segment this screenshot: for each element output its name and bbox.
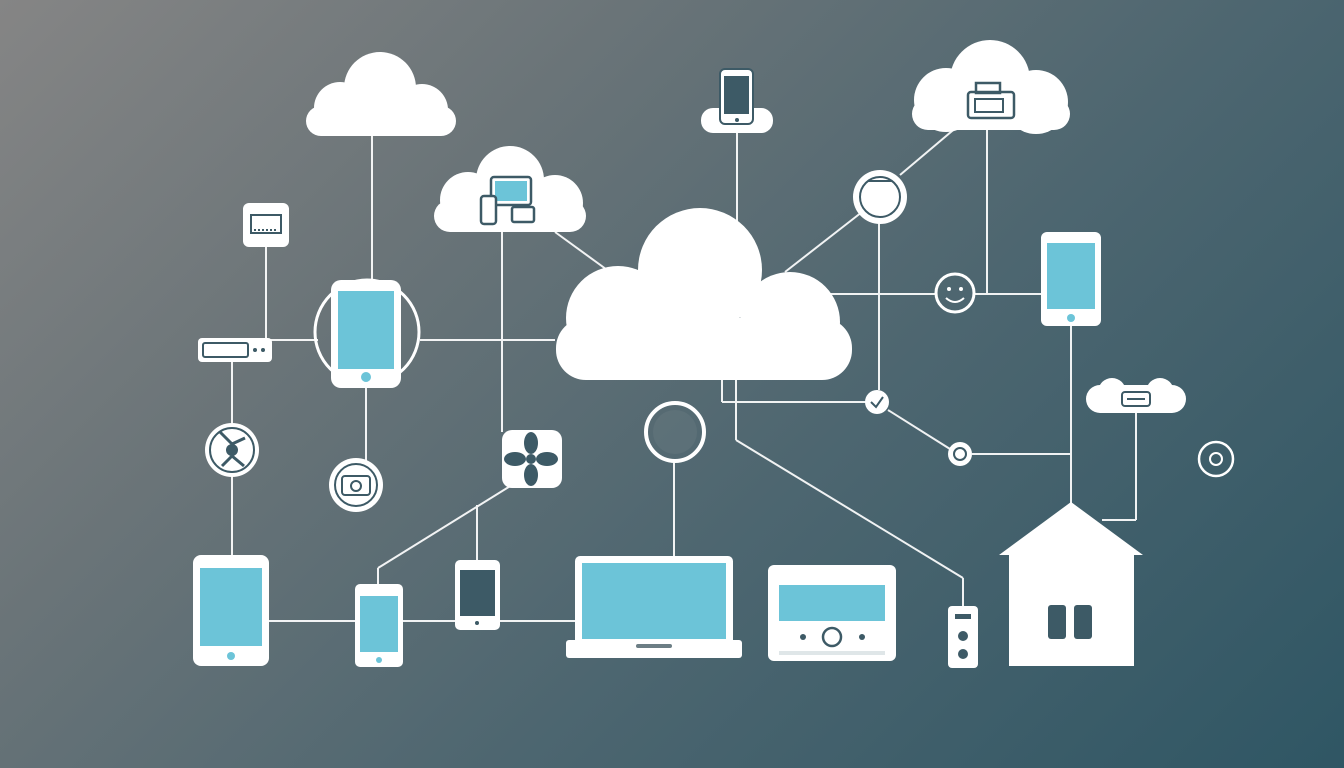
check-icon (865, 390, 889, 414)
fan-icon (502, 430, 562, 488)
cloud-top-left-icon (306, 52, 456, 136)
house-icon (999, 502, 1143, 666)
cloud-printer-icon (912, 40, 1070, 134)
dot-icon (948, 442, 972, 466)
smartphone-icon (455, 560, 500, 630)
power-icon (1197, 440, 1235, 478)
laptop-icon (566, 556, 742, 658)
globe-icon (644, 401, 706, 463)
router-icon (198, 338, 272, 362)
camera-icon (329, 458, 383, 512)
tablet-icon (193, 555, 269, 666)
main-cloud-icon (556, 208, 852, 380)
smartphone-icon (1041, 232, 1101, 326)
network-icon (205, 423, 259, 477)
tablet-icon (313, 278, 421, 388)
cloud-small-right-icon (1086, 378, 1186, 413)
clock-icon (853, 170, 907, 224)
smartphone-icon (355, 584, 403, 667)
tag-icon (243, 203, 289, 247)
remote-icon (948, 606, 978, 668)
cloud-devices-icon (434, 146, 586, 232)
smiley-icon (934, 272, 976, 314)
connection-lines (231, 125, 1137, 622)
stereo-icon (768, 565, 896, 661)
cloud-phone-icon (701, 68, 773, 133)
